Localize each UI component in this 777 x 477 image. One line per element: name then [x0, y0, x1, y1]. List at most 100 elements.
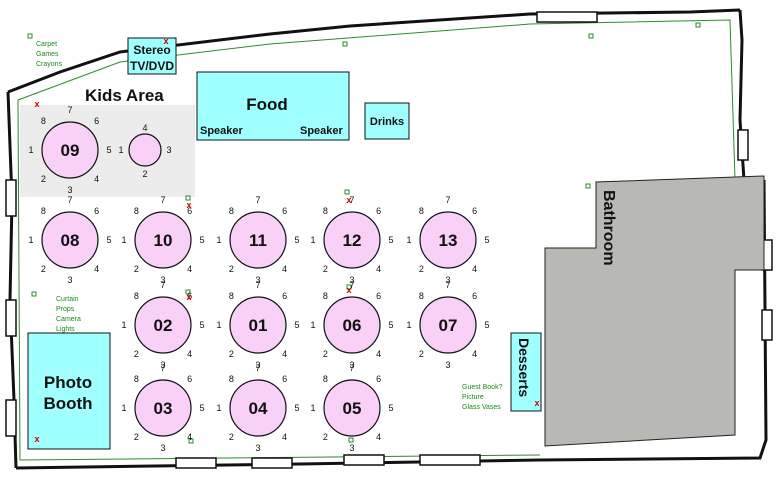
seat-number: 2	[134, 349, 139, 359]
seat-number: 7	[67, 105, 72, 115]
x-marker: x	[186, 200, 191, 210]
svg-text:Games: Games	[36, 51, 59, 58]
table-number: 12	[343, 231, 362, 250]
seat-number: 2	[323, 432, 328, 442]
drinks-label: Drinks	[370, 116, 404, 128]
seat-number: 8	[134, 374, 139, 384]
seat-number: 3	[160, 443, 165, 453]
seat-number: 7	[67, 195, 72, 205]
table-number: 01	[249, 316, 268, 335]
seat-number: 2	[419, 349, 424, 359]
seat-number: 2	[41, 174, 46, 184]
seat-number: 5	[106, 235, 111, 245]
seat-number: 5	[388, 403, 393, 413]
seat-number: 2	[142, 169, 147, 179]
tables: 0912345678081234567810123456781112345678…	[28, 105, 489, 453]
seat-number: 3	[349, 360, 354, 370]
table-number: 07	[439, 316, 458, 335]
svg-text:Glass Vases: Glass Vases	[462, 404, 501, 411]
seat-number: 8	[41, 116, 46, 126]
table-number: 03	[154, 399, 173, 418]
x-marker: x	[346, 195, 351, 205]
seat-number: 4	[376, 264, 381, 274]
seat-number: 8	[323, 291, 328, 301]
drinks-box	[364, 102, 410, 140]
svg-text:Guest Book?: Guest Book?	[462, 384, 503, 391]
seat-number: 3	[160, 360, 165, 370]
seat-number: 4	[187, 349, 192, 359]
seat-number: 8	[229, 374, 234, 384]
seat-number: 3	[67, 185, 72, 195]
speaker-left: Speaker	[200, 125, 244, 137]
seat-number: 1	[28, 235, 33, 245]
x-marker: x	[34, 434, 39, 444]
seat-number: 8	[134, 206, 139, 216]
bathroom-zone	[544, 175, 765, 447]
seat-number: 6	[282, 291, 287, 301]
seat-number: 4	[94, 174, 99, 184]
seat-number: 5	[199, 235, 204, 245]
seat-number: 3	[349, 443, 354, 453]
x-marker: x	[534, 398, 539, 408]
seat-number: 4	[187, 432, 192, 442]
stereo-label-1: Stereo	[133, 43, 170, 57]
seat-number: 4	[142, 123, 147, 133]
seat-number: 1	[216, 320, 221, 330]
seat-number: 2	[419, 264, 424, 274]
seat-number: 1	[406, 235, 411, 245]
seat-number: 4	[94, 264, 99, 274]
seat-number: 1	[406, 320, 411, 330]
seat-number: 5	[294, 403, 299, 413]
speaker-right: Speaker	[300, 125, 344, 137]
food-label: Food	[246, 95, 288, 114]
seat-number: 1	[216, 235, 221, 245]
seat-number: 5	[294, 320, 299, 330]
seat-number: 1	[121, 235, 126, 245]
seat-number: 7	[349, 195, 354, 205]
svg-text:Crayons: Crayons	[36, 61, 63, 68]
seat-number: 5	[294, 235, 299, 245]
stereo-label-2: TV/DVD	[130, 59, 174, 73]
table-number: 02	[154, 316, 173, 335]
seat-number: 7	[349, 363, 354, 373]
seat-number: 6	[94, 206, 99, 216]
seat-number: 3	[67, 275, 72, 285]
table-circle	[229, 296, 287, 354]
table-circle	[419, 296, 477, 354]
table-circle	[134, 211, 192, 269]
seat-number: 4	[472, 349, 477, 359]
seat-number: 6	[282, 206, 287, 216]
desserts-notes: Guest Book? Picture Glass Vases	[462, 384, 503, 411]
bathroom-label: Bathroom	[600, 190, 617, 266]
seat-number: 2	[134, 264, 139, 274]
seat-number: 8	[134, 291, 139, 301]
desserts-box	[510, 332, 542, 412]
seat-number: 8	[323, 374, 328, 384]
seat-number: 5	[199, 320, 204, 330]
seat-number: 2	[323, 264, 328, 274]
seat-number: 2	[134, 432, 139, 442]
seat-number: 5	[484, 235, 489, 245]
seat-number: 7	[349, 280, 354, 290]
svg-text:Camera: Camera	[56, 316, 81, 323]
x-marker: x	[346, 285, 351, 295]
table-number: 11	[249, 231, 267, 250]
table-circle	[229, 211, 287, 269]
svg-text:Curtain: Curtain	[56, 296, 79, 303]
seat-number: 1	[310, 403, 315, 413]
seat-number: 6	[376, 206, 381, 216]
seat-number: 2	[229, 349, 234, 359]
table-circle	[323, 211, 381, 269]
table-circle	[41, 211, 99, 269]
kids-notes: Carpet Games Crayons	[36, 41, 63, 68]
kids-area-label: Kids Area	[85, 86, 164, 105]
table-circle	[419, 211, 477, 269]
